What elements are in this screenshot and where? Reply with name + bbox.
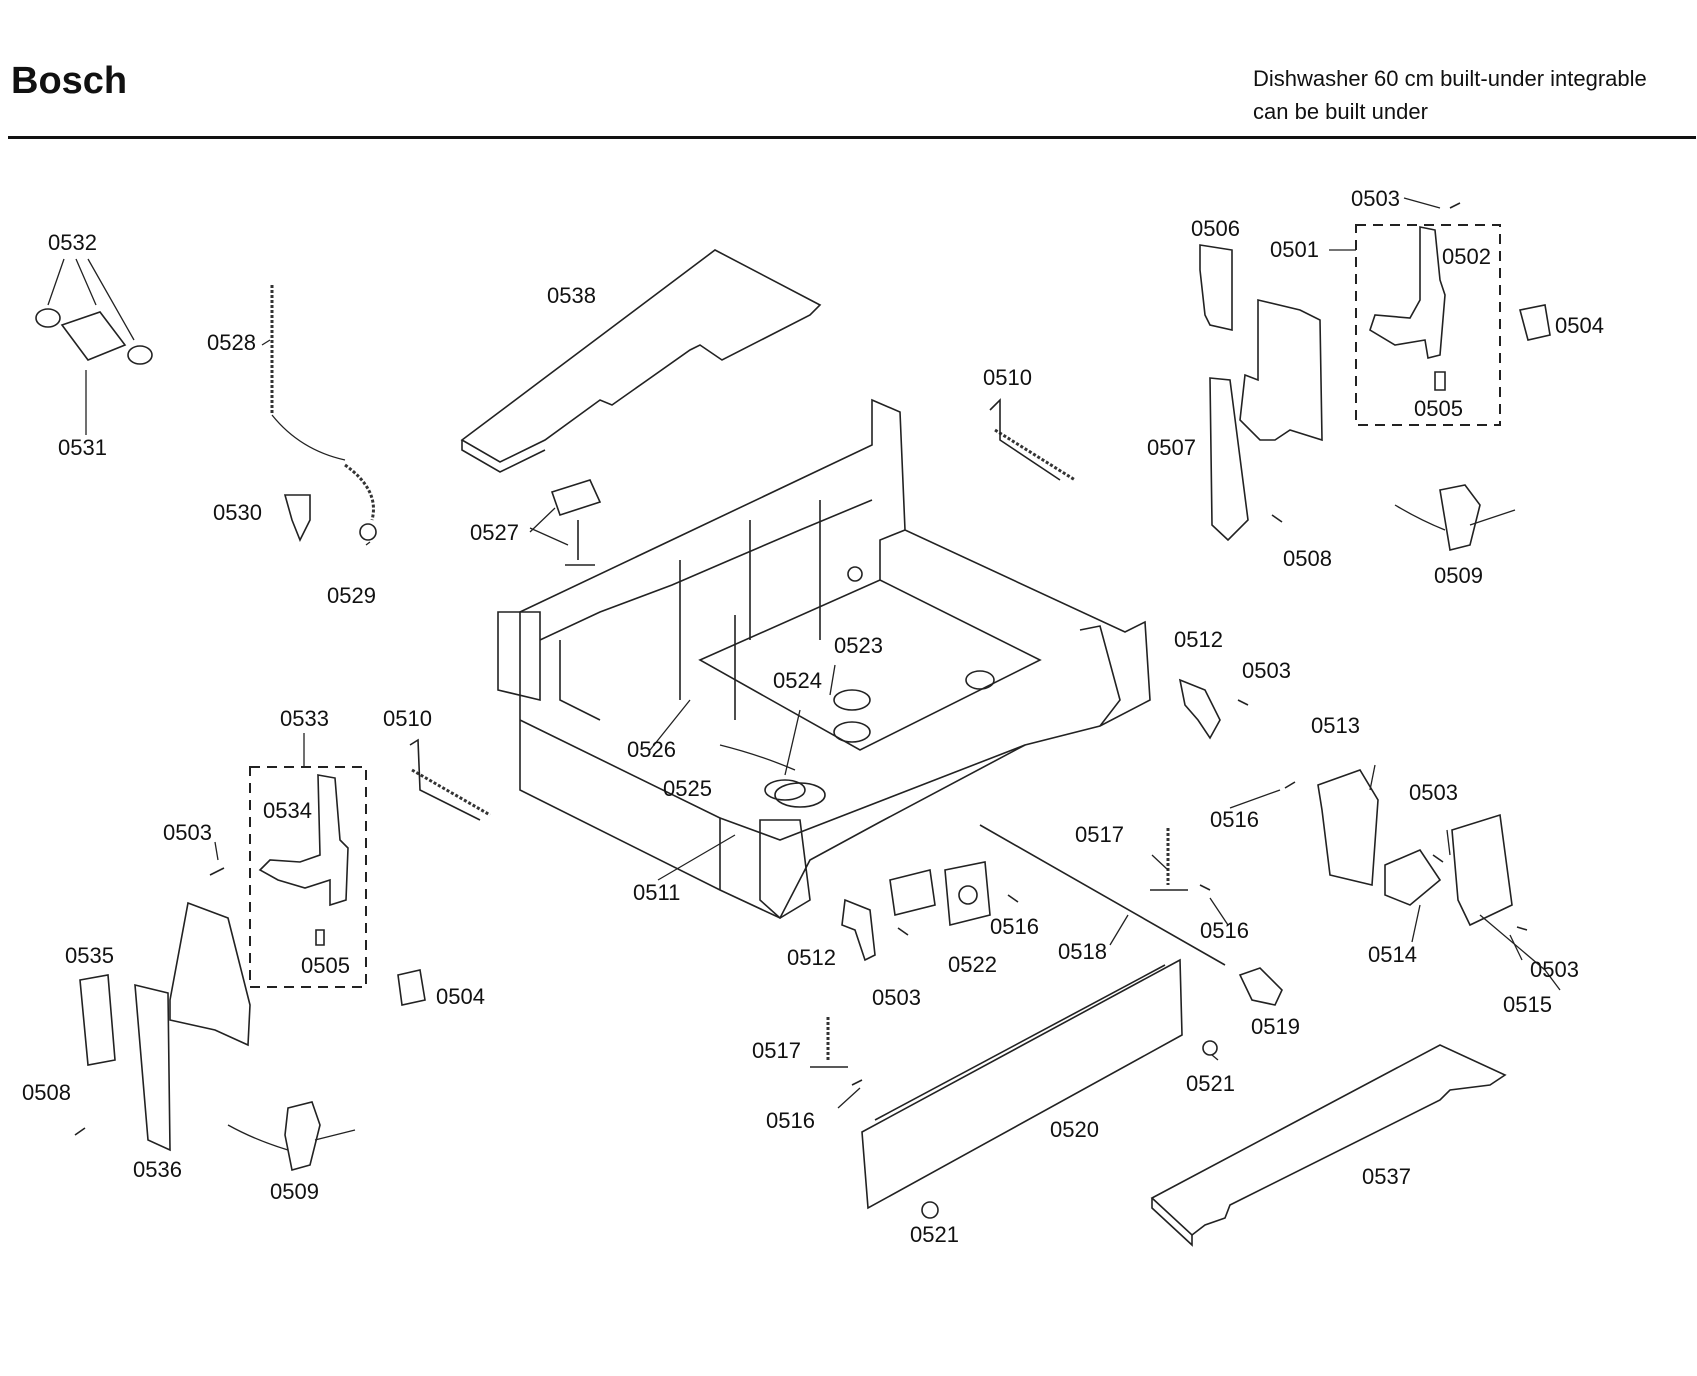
- label-0503-bottom: 0503: [872, 985, 921, 1010]
- model-description: Dishwasher 60 cm built-under integrable …: [1253, 62, 1673, 128]
- group-0501-box: [1355, 224, 1501, 426]
- label-0517-left: 0517: [752, 1038, 801, 1063]
- small-parts: [35, 202, 1551, 1219]
- label-0519: 0519: [1251, 1014, 1300, 1039]
- base-tub-drawing: [497, 398, 1151, 920]
- label-0509-left: 0509: [270, 1179, 319, 1204]
- label-0513: 0513: [1311, 713, 1360, 738]
- label-0515: 0515: [1503, 992, 1552, 1017]
- label-0531: 0531: [58, 435, 107, 460]
- label-0530: 0530: [213, 500, 262, 525]
- part-0537-drawing: [1150, 1044, 1507, 1237]
- label-0529: 0529: [327, 583, 376, 608]
- label-0534: 0534: [263, 798, 312, 823]
- label-0512-bottom: 0512: [787, 945, 836, 970]
- label-0526: 0526: [627, 737, 676, 762]
- brand-title: Bosch: [11, 60, 128, 102]
- label-0511: 0511: [633, 880, 680, 905]
- label-0503-left: 0503: [163, 820, 212, 845]
- label-0524: 0524: [773, 668, 822, 693]
- label-0516-right: 0516: [1210, 807, 1259, 832]
- header-rule: [8, 136, 1696, 139]
- label-0508-right: 0508: [1283, 546, 1332, 571]
- part-0520-drawing: [861, 958, 1183, 1210]
- label-0516-left: 0516: [766, 1108, 815, 1133]
- part-0538-drawing: [460, 249, 822, 463]
- part-labels: 0532 0531 0528 0530 0529 0538 0527 0510 …: [22, 186, 1604, 1247]
- label-0521-bottom: 0521: [910, 1222, 959, 1247]
- model-line-2: can be built under: [1253, 99, 1428, 124]
- label-0535: 0535: [65, 943, 114, 968]
- leader-lines: [47, 197, 1561, 1109]
- label-0507: 0507: [1147, 435, 1196, 460]
- label-0503-top: 0503: [1351, 186, 1400, 211]
- label-0506: 0506: [1191, 216, 1240, 241]
- label-0510-left: 0510: [383, 706, 432, 731]
- group-0533-box: [249, 766, 367, 988]
- label-0516-mid2: 0516: [1200, 918, 1249, 943]
- label-0516-mid: 0516: [990, 914, 1039, 939]
- label-0520: 0520: [1050, 1117, 1099, 1142]
- model-line-1: Dishwasher 60 cm built-under integrable: [1253, 66, 1647, 91]
- label-0505-left: 0505: [301, 953, 350, 978]
- part-0536-drawing: [169, 901, 251, 1047]
- label-0509-right: 0509: [1434, 563, 1483, 588]
- label-0514: 0514: [1368, 942, 1417, 967]
- label-0504-right: 0504: [1555, 313, 1604, 338]
- label-0538: 0538: [547, 283, 596, 308]
- label-0525: 0525: [663, 776, 712, 801]
- label-0504-left: 0504: [436, 984, 485, 1009]
- label-0532: 0532: [48, 230, 97, 255]
- part-0507-drawing: [1239, 298, 1323, 442]
- label-0508-left: 0508: [22, 1080, 71, 1105]
- label-0523: 0523: [834, 633, 883, 658]
- label-0503-mid: 0503: [1242, 658, 1291, 683]
- label-0537: 0537: [1362, 1164, 1411, 1189]
- label-0501: 0501: [1270, 237, 1319, 262]
- label-0503-far: 0503: [1530, 957, 1579, 982]
- label-0510-top: 0510: [983, 365, 1032, 390]
- label-0536: 0536: [133, 1157, 182, 1182]
- label-0522: 0522: [948, 952, 997, 977]
- label-0527: 0527: [470, 520, 519, 545]
- label-0533: 0533: [280, 706, 329, 731]
- label-0521-right: 0521: [1186, 1071, 1235, 1096]
- label-0528: 0528: [207, 330, 256, 355]
- label-0502: 0502: [1442, 244, 1491, 269]
- label-0503-right: 0503: [1409, 780, 1458, 805]
- label-0517-right: 0517: [1075, 822, 1124, 847]
- label-0512-top: 0512: [1174, 627, 1223, 652]
- label-0505-right: 0505: [1414, 396, 1463, 421]
- label-0518: 0518: [1058, 939, 1107, 964]
